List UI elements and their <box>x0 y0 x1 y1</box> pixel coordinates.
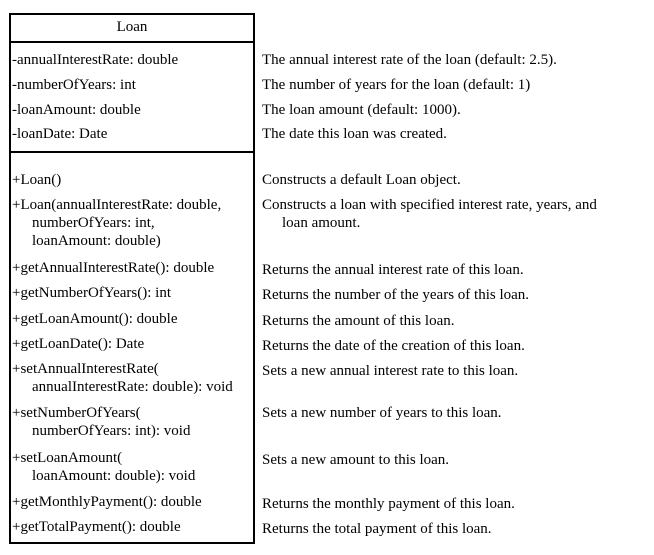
method-description: Returns the monthly payment of this loan… <box>262 496 515 512</box>
attribute-number-of-years: -numberOfYears: int <box>12 77 136 93</box>
method-set-loan-amount: +setLoanAmount( <box>12 450 123 466</box>
attribute-description: The annual interest rate of the loan (de… <box>262 52 557 68</box>
method-description: Returns the date of the creation of this… <box>262 338 525 354</box>
method-description: Sets a new number of years to this loan. <box>262 405 502 421</box>
class-name: Loan <box>116 19 148 35</box>
attribute-description: The date this loan was created. <box>262 126 447 142</box>
uml-class-box <box>9 13 255 544</box>
method-loan-constructor-param: loanAmount: double) <box>32 233 161 249</box>
method-description: Returns the annual interest rate of this… <box>262 262 524 278</box>
method-loan-default-constructor: +Loan() <box>12 172 62 188</box>
method-loan-constructor-param: numberOfYears: int, <box>32 215 155 231</box>
method-description: Sets a new annual interest rate to this … <box>262 363 519 379</box>
method-set-number-of-years: +setNumberOfYears( <box>12 405 141 421</box>
attribute-description: The number of years for the loan (defaul… <box>262 77 531 93</box>
attributes-divider <box>9 151 255 153</box>
method-description: Returns the total payment of this loan. <box>262 521 492 537</box>
method-get-number-of-years: +getNumberOfYears(): int <box>12 285 171 301</box>
method-set-number-of-years-param: numberOfYears: int): void <box>32 423 191 439</box>
method-description-continued: loan amount. <box>282 215 361 231</box>
method-set-annual-interest-rate-param: annualInterestRate: double): void <box>32 379 233 395</box>
attribute-loan-date: -loanDate: Date <box>12 126 108 142</box>
method-set-loan-amount-param: loanAmount: double): void <box>32 468 196 484</box>
method-get-monthly-payment: +getMonthlyPayment(): double <box>12 494 202 510</box>
attribute-annual-interest-rate: -annualInterestRate: double <box>12 52 179 68</box>
method-description: Constructs a loan with specified interes… <box>262 197 597 213</box>
method-get-annual-interest-rate: +getAnnualInterestRate(): double <box>12 260 215 276</box>
method-description: Returns the number of the years of this … <box>262 287 530 303</box>
method-description: Sets a new amount to this loan. <box>262 452 450 468</box>
method-description: Returns the amount of this loan. <box>262 313 455 329</box>
method-set-annual-interest-rate: +setAnnualInterestRate( <box>12 361 159 377</box>
attribute-loan-amount: -loanAmount: double <box>12 102 141 118</box>
method-get-total-payment: +getTotalPayment(): double <box>12 519 181 535</box>
method-description: Constructs a default Loan object. <box>262 172 461 188</box>
attribute-description: The loan amount (default: 1000). <box>262 102 461 118</box>
method-loan-constructor: +Loan(annualInterestRate: double, <box>12 197 222 213</box>
name-divider <box>9 41 255 43</box>
method-get-loan-date: +getLoanDate(): Date <box>12 336 145 352</box>
method-get-loan-amount: +getLoanAmount(): double <box>12 311 178 327</box>
